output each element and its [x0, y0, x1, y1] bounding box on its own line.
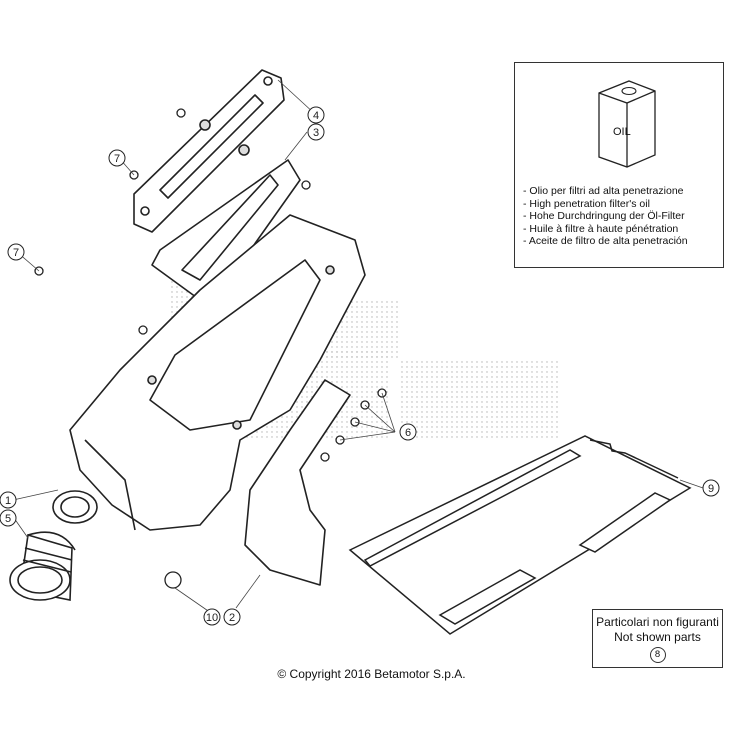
leader-lines [12, 79, 704, 616]
not-shown-parts-box: Particolari non figuranti Not shown part… [592, 609, 723, 668]
svg-text:1: 1 [5, 495, 11, 507]
callout-3: 3 [307, 123, 325, 141]
oil-description-list: - Olio per filtri ad alta penetrazione -… [523, 185, 688, 248]
not-shown-italian: Particolari non figuranti [596, 615, 719, 629]
filter-oil-legend: OIL - Olio per filtri ad alta penetrazio… [514, 62, 724, 268]
callout-7-top: 7 [108, 149, 126, 167]
callout-7-left: 7 [7, 243, 25, 261]
callout-4: 4 [307, 106, 325, 124]
svg-text:9: 9 [708, 483, 714, 495]
svg-text:3: 3 [313, 127, 319, 139]
svg-text:7: 7 [114, 153, 120, 165]
sticker-kit-part-9 [348, 435, 692, 635]
callout-10: 10 [203, 608, 221, 626]
oil-line-fr: - Huile à filtre à haute pénétration [523, 222, 679, 235]
callout-9: 9 [702, 479, 720, 497]
svg-text:2: 2 [229, 612, 235, 624]
intake-sleeve-part-5 [9, 531, 76, 601]
oil-line-es: - Aceite de filtro de alta penetración [523, 235, 688, 248]
not-shown-ref-badge: 8 [649, 647, 666, 663]
svg-text:4: 4 [313, 110, 319, 122]
oil-line-de: - Hohe Durchdringung der Öl-Filter [523, 210, 685, 223]
fasteners [34, 108, 387, 589]
filter-cage-part-4 [133, 69, 285, 233]
svg-text:7: 7 [13, 247, 19, 259]
svg-text:10: 10 [206, 612, 218, 624]
svg-text:5: 5 [5, 513, 11, 525]
svg-text:6: 6 [405, 427, 411, 439]
oil-can-icon: OIL [598, 80, 656, 168]
oil-line-it: - Olio per filtri ad alta penetrazione [523, 185, 684, 197]
callout-5: 5 [0, 509, 17, 527]
callout-2: 2 [223, 608, 241, 626]
callout-1: 1 [0, 491, 17, 509]
mud-flap-part-2 [244, 379, 351, 586]
copyright-notice: © Copyright 2016 Betamotor S.p.A. [277, 667, 466, 681]
not-shown-english: Not shown parts [614, 630, 701, 644]
callout-6: 6 [399, 423, 417, 441]
oil-can-label: OIL [613, 126, 631, 138]
oil-line-en: - High penetration filter's oil [523, 197, 650, 210]
air-box-part-1 [52, 214, 366, 531]
